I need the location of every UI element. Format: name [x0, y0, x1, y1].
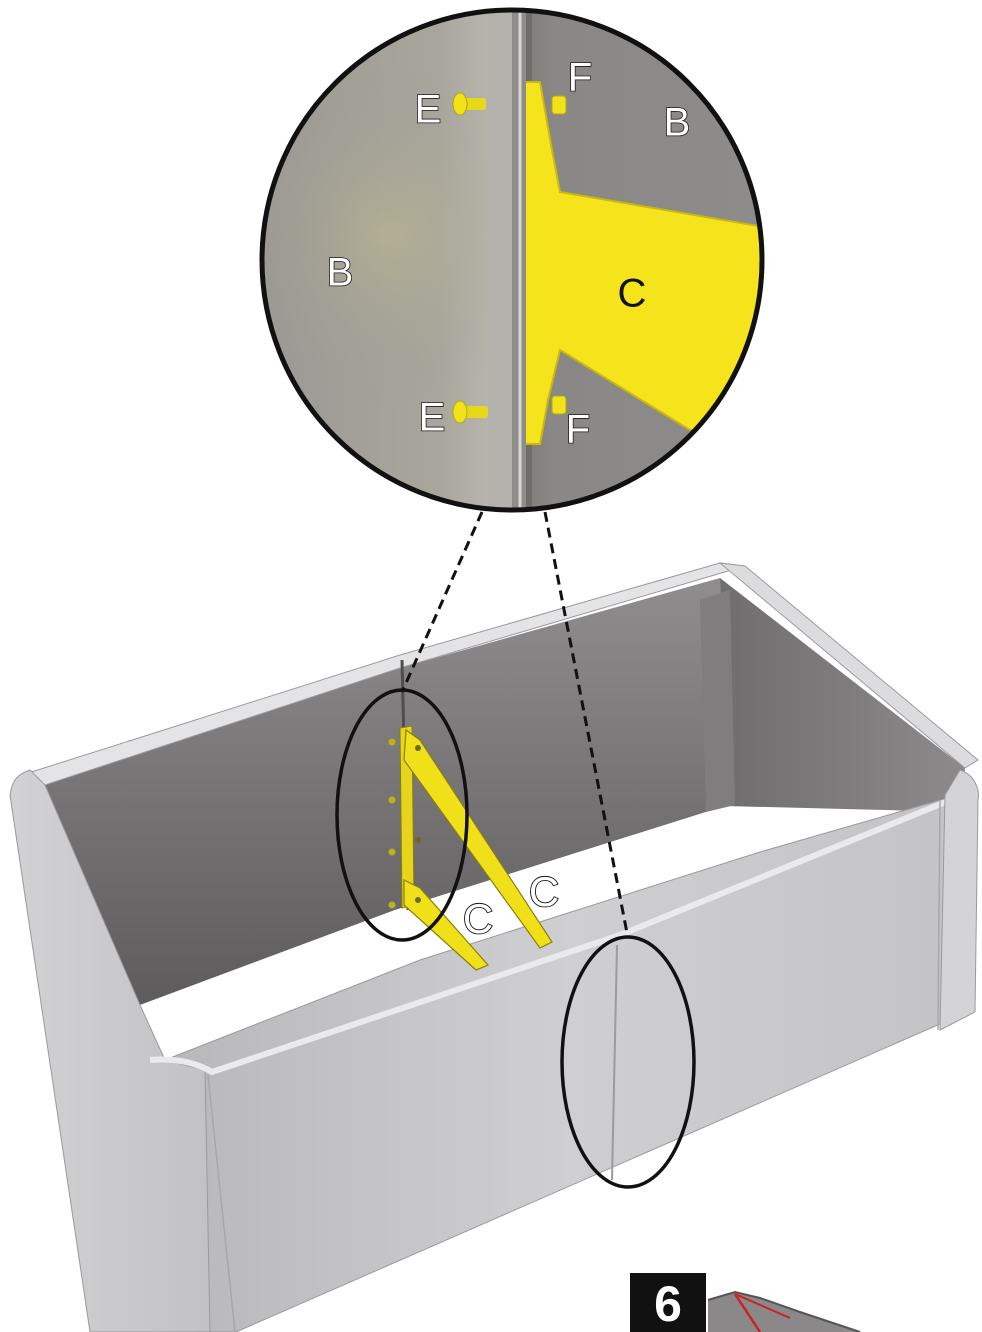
step-number: 6 — [654, 1276, 682, 1332]
brace-arm-front — [403, 879, 490, 971]
next-step-thumbnail — [707, 1290, 861, 1332]
brace-arm-back — [403, 728, 553, 949]
label-panel-right: B — [664, 101, 691, 145]
label-bolt-bottom: E — [419, 396, 446, 440]
detail-magnifier: E E F F B B C — [259, 7, 765, 513]
front-rim — [149, 787, 977, 1076]
detail-brace-bracket — [526, 82, 762, 444]
label-panel-left: B — [327, 251, 354, 295]
nut-bottom — [551, 395, 567, 415]
leader-line-left — [400, 511, 484, 693]
label-nut-bottom: F — [566, 408, 590, 452]
bolt-top — [452, 92, 486, 116]
right-corner — [939, 769, 979, 1031]
braces-main-view: C C — [388, 725, 560, 971]
label-brace: C — [618, 272, 647, 316]
front-wall-seam — [611, 944, 618, 1181]
raised-bed-frame — [9, 562, 979, 1332]
step-badge: 6 — [630, 1273, 706, 1332]
right-inner-wall — [720, 578, 965, 812]
brace-label-back: C — [529, 868, 559, 915]
brace-label-front: C — [463, 895, 493, 942]
label-bolt-top: E — [415, 88, 442, 132]
top-rim-right — [718, 562, 979, 769]
back-corner-post — [700, 590, 735, 812]
detail-magnifier-border — [259, 7, 765, 513]
leader-line-right — [543, 511, 630, 939]
nut-top — [551, 95, 567, 115]
back-inner-wall — [45, 578, 725, 1005]
label-nut-top: F — [568, 56, 592, 100]
bolt-bottom — [452, 400, 488, 424]
